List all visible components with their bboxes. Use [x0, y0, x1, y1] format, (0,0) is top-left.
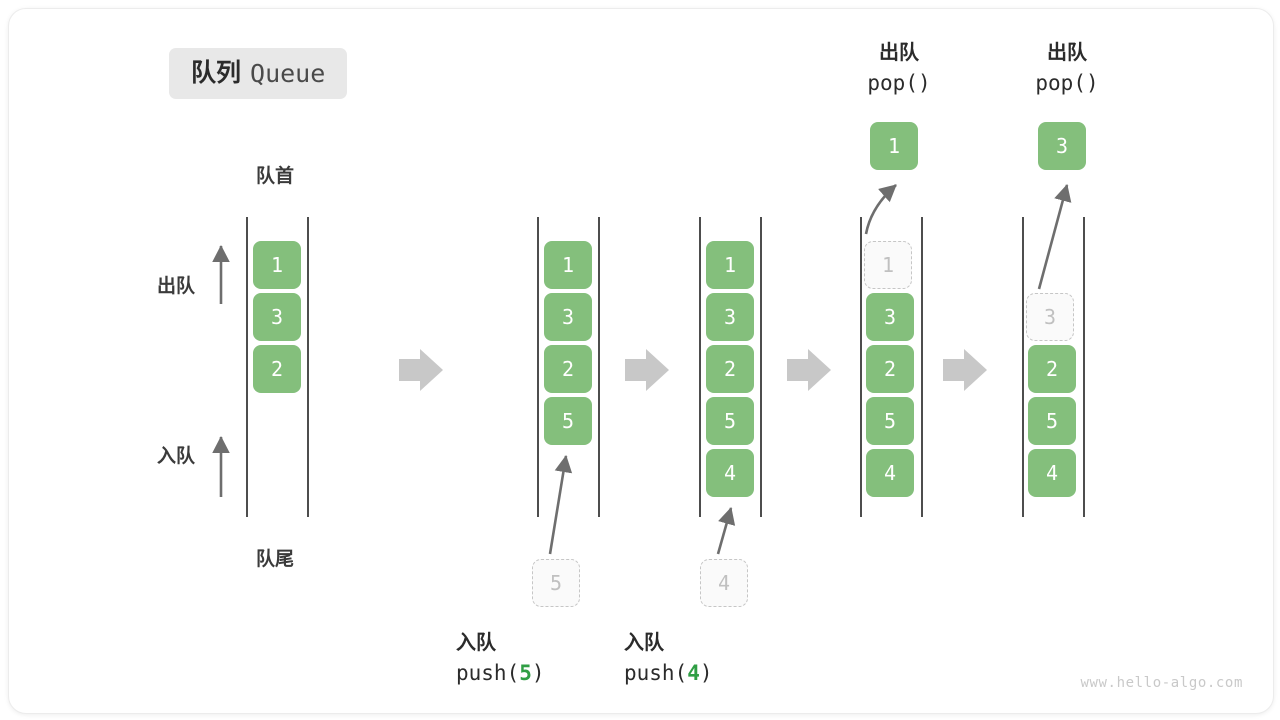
- pop-1-label: 出队 pop(): [824, 39, 974, 98]
- diagram-card: 队列 Queue 队首 队尾 出队 入队 1 3 2 1 3 2 5 5 入队 p…: [8, 8, 1274, 714]
- pop-1-label-cn: 出队: [879, 42, 919, 64]
- queue-item: 2: [866, 345, 914, 393]
- queue-item: 4: [1028, 449, 1076, 497]
- queue-item: 5: [866, 397, 914, 445]
- popped-item: 1: [870, 122, 918, 170]
- push-5-arrow-icon: [548, 454, 573, 555]
- queue-rail-left-col1: [246, 217, 248, 517]
- queue-item: 3: [253, 293, 301, 341]
- popped-item: 3: [1038, 122, 1086, 170]
- push-4-prefix: push(: [624, 661, 688, 685]
- pop-3-label: 出队 pop(): [992, 39, 1142, 98]
- queue-rail-left-col4: [860, 217, 862, 517]
- push-4-label-code: push(4): [624, 658, 824, 688]
- push-5-prefix: push(: [456, 661, 520, 685]
- pending-push-box: 4: [700, 559, 748, 607]
- queue-item: 2: [1028, 345, 1076, 393]
- queue-rail-right-col5: [1083, 217, 1085, 517]
- diagram-stage: 队列 Queue 队首 队尾 出队 入队 1 3 2 1 3 2 5 5 入队 p…: [9, 9, 1273, 713]
- queue-rail-right-col1: [307, 217, 309, 517]
- queue-rail-left-col2: [537, 217, 539, 517]
- push-5-label-code: push(5): [456, 658, 656, 688]
- queue-item: 3: [866, 293, 914, 341]
- queue-item: 2: [544, 345, 592, 393]
- push-4-suffix: ): [699, 661, 713, 685]
- queue-item: 4: [866, 449, 914, 497]
- push-5-suffix: ): [531, 661, 545, 685]
- pop-3-arrow-icon: [1037, 183, 1072, 290]
- pop-3-label-code: pop(): [1035, 71, 1099, 95]
- push-4-arrow-icon: [716, 506, 736, 555]
- queue-item: 5: [1028, 397, 1076, 445]
- queue-rail-right-col2: [598, 217, 600, 517]
- queue-item: 3: [706, 293, 754, 341]
- pop-1-arrow-icon: [864, 184, 897, 235]
- step-arrow-icon: [787, 349, 831, 391]
- queue-item: 1: [544, 241, 592, 289]
- push-5-value: 5: [519, 661, 532, 685]
- title-en: Queue: [250, 59, 326, 88]
- removed-item-ghost: 3: [1026, 293, 1074, 341]
- step-arrow-icon: [943, 349, 987, 391]
- queue-head-label: 队首: [255, 166, 294, 187]
- queue-item-new: 4: [706, 449, 754, 497]
- queue-item-new: 5: [544, 397, 592, 445]
- dequeue-direction-label: 出队: [157, 276, 196, 297]
- queue-item: 2: [253, 345, 301, 393]
- pending-push-box: 5: [532, 559, 580, 607]
- push-5-label-cn: 入队: [456, 632, 496, 654]
- push-4-label: 入队 push(4): [624, 629, 824, 688]
- queue-rail-right-col4: [921, 217, 923, 517]
- site-watermark: www.hello-algo.com: [1080, 675, 1243, 691]
- queue-rail-left-col3: [699, 217, 701, 517]
- queue-rail-right-col3: [760, 217, 762, 517]
- enqueue-direction-label: 入队: [157, 446, 196, 467]
- push-4-value: 4: [687, 661, 700, 685]
- push-5-label: 入队 push(5): [456, 629, 656, 688]
- diagram-title-badge: 队列 Queue: [169, 48, 348, 99]
- pop-1-label-code: pop(): [867, 71, 931, 95]
- push-4-label-cn: 入队: [624, 632, 664, 654]
- queue-item: 1: [706, 241, 754, 289]
- queue-item: 5: [706, 397, 754, 445]
- step-arrow-icon: [625, 349, 669, 391]
- step-arrow-icon: [399, 349, 443, 391]
- queue-item: 1: [253, 241, 301, 289]
- queue-tail-label: 队尾: [255, 549, 294, 570]
- queue-item: 2: [706, 345, 754, 393]
- queue-item: 3: [544, 293, 592, 341]
- removed-item-ghost: 1: [864, 241, 912, 289]
- title-cn: 队列: [191, 59, 242, 87]
- pop-3-label-cn: 出队: [1047, 42, 1087, 64]
- queue-rail-left-col5: [1022, 217, 1024, 517]
